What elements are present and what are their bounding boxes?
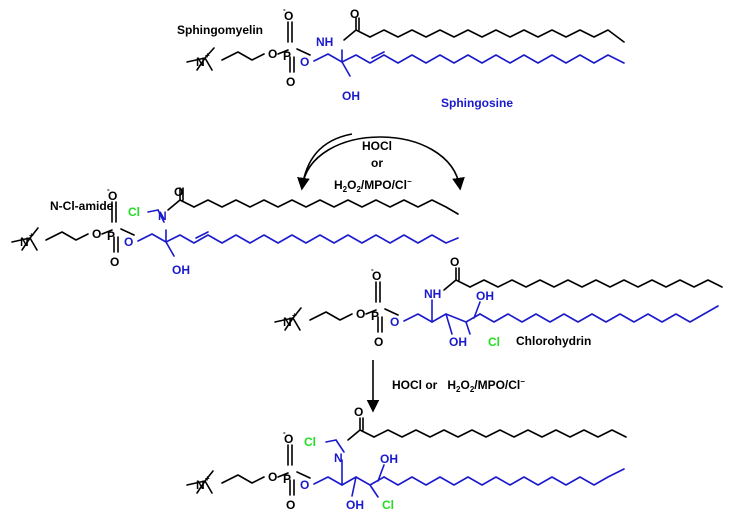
atom-n: N xyxy=(20,235,29,249)
atom-o-amide: O xyxy=(174,185,183,199)
atom-o-ester: O xyxy=(300,55,309,69)
atom-oh: OH xyxy=(342,89,360,103)
label-chlorohydrin: Chlorohydrin xyxy=(516,334,591,348)
atom-o-minus: O xyxy=(284,432,293,446)
molecule-sphingomyelin xyxy=(186,17,625,77)
atom-o-charge: - xyxy=(283,5,286,14)
atoms-sphingomyelin: N + O P O - O O NH OH O xyxy=(196,5,360,103)
atom-n-amide: N xyxy=(334,451,343,465)
atom-o: O xyxy=(268,47,277,61)
atom-cl: Cl xyxy=(488,335,500,349)
atom-oh: OH xyxy=(172,263,190,277)
atom-oh-2: OH xyxy=(476,289,494,303)
atom-nh: NH xyxy=(424,287,441,301)
atom-o-charge: - xyxy=(371,265,374,274)
molecule-product xyxy=(186,417,627,498)
atom-n-charge: + xyxy=(205,51,210,60)
atom-o-double: O xyxy=(286,498,295,512)
atom-p: P xyxy=(107,229,115,243)
label-sphingomyelin: Sphingomyelin xyxy=(177,23,263,37)
atom-o-amide: O xyxy=(354,405,363,419)
atom-o: O xyxy=(92,227,101,241)
atom-p: P xyxy=(283,49,291,63)
atom-o-ester: O xyxy=(300,478,309,492)
atom-o: O xyxy=(268,470,277,484)
atom-p: P xyxy=(283,472,291,486)
atom-n: N xyxy=(283,315,292,329)
atom-o-double: O xyxy=(374,335,383,349)
atom-o-double: O xyxy=(286,75,295,89)
atom-cl-n: Cl xyxy=(304,435,316,449)
atom-n: N xyxy=(196,55,205,69)
atom-nh: NH xyxy=(316,35,333,49)
atom-n-charge: + xyxy=(29,231,34,240)
curved-arrow xyxy=(297,133,465,191)
molecule-chlorohydrin xyxy=(274,267,723,335)
atom-o-charge: - xyxy=(283,428,286,437)
atom-o-amide: O xyxy=(450,255,459,269)
atom-cl: Cl xyxy=(128,205,140,219)
reagent-h2o2-mpo-cl: H2O2/MPO/Cl− xyxy=(334,177,412,194)
atom-n-charge: + xyxy=(292,311,297,320)
atom-o-minus: O xyxy=(372,269,381,283)
atom-o-double: O xyxy=(110,255,119,269)
atom-o-charge: - xyxy=(107,185,110,194)
atom-oh-1: OH xyxy=(346,498,364,512)
atom-o-minus: O xyxy=(108,189,117,203)
atom-n-amide: N xyxy=(158,209,167,223)
atom-o-ester: O xyxy=(390,315,399,329)
label-sphingosine: Sphingosine xyxy=(441,96,513,110)
atom-n-charge: + xyxy=(205,474,210,483)
atom-o-minus: O xyxy=(284,9,293,23)
atom-o: O xyxy=(356,307,365,321)
atom-o-amide: O xyxy=(350,7,359,21)
atoms-n-cl-amide: N + O P O - O O N Cl OH O xyxy=(20,185,190,277)
atom-oh-2: OH xyxy=(380,452,398,466)
atoms-chlorohydrin: N + O P O - O O NH OH OH Cl O xyxy=(283,255,500,349)
reagents-top: HOCl or H2O2/MPO/Cl− xyxy=(334,139,412,194)
label-n-cl-amide: N-Cl-amide xyxy=(50,199,114,213)
reagent-or: or xyxy=(371,156,383,170)
reagent-hocl: HOCl xyxy=(362,139,392,153)
atoms-product: N + O P O - O O N Cl OH OH Cl O xyxy=(196,405,398,512)
atom-p: P xyxy=(371,309,379,323)
molecule-n-cl-amide xyxy=(11,187,459,257)
atom-cl-c: Cl xyxy=(382,498,394,512)
atom-oh-1: OH xyxy=(449,335,467,349)
atom-o-ester: O xyxy=(124,235,133,249)
atom-n: N xyxy=(196,478,205,492)
